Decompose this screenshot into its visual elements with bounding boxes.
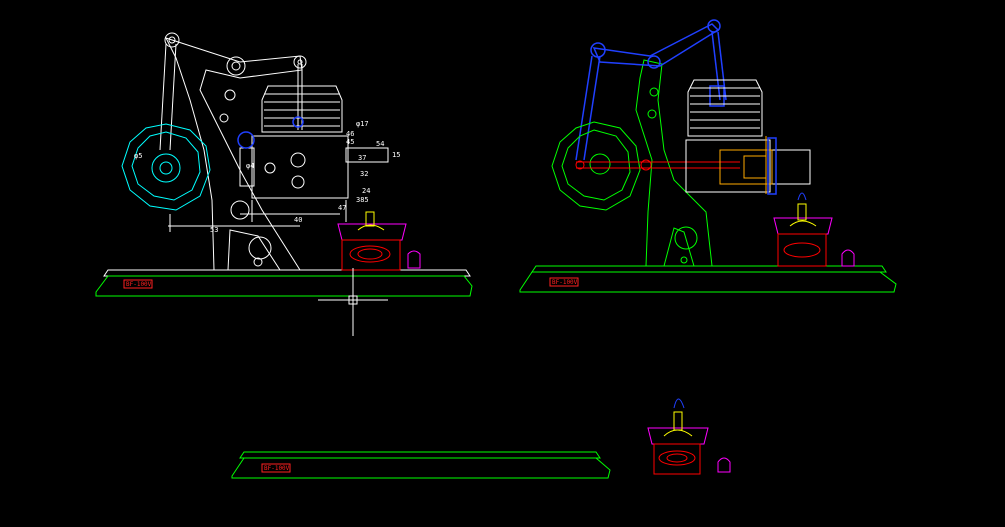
- left-burner: [337, 211, 421, 271]
- right-base-label: BF-100V: [549, 277, 579, 287]
- bottom-base-label: BF-100V: [261, 463, 291, 473]
- left-pivot-blue-2: [237, 131, 255, 149]
- right-linkage: [575, 19, 727, 161]
- right-flywheel: [551, 121, 641, 211]
- left-cylinder: [168, 64, 389, 232]
- right-blue-block: [767, 137, 777, 195]
- left-dimensions: 46 45 54 37 15 φ17 32 24 385 47 40 53 φ5…: [134, 120, 400, 234]
- svg-text:385: 385: [356, 196, 369, 204]
- left-base-label: BF-100V: [123, 279, 153, 289]
- right-displacer: [719, 136, 773, 194]
- svg-text:37: 37: [358, 154, 366, 162]
- svg-text:φ17: φ17: [356, 120, 369, 128]
- right-connecting-rod: [575, 159, 740, 171]
- svg-text:15: 15: [392, 151, 400, 159]
- bottom-burner-view: [647, 398, 731, 475]
- svg-text:32: 32: [360, 170, 368, 178]
- svg-text:φ4: φ4: [246, 162, 254, 170]
- svg-text:40: 40: [294, 216, 302, 224]
- crosshair-cursor: [318, 268, 388, 336]
- left-frame: [159, 32, 307, 271]
- svg-text:24: 24: [362, 187, 370, 195]
- svg-text:BF-100V: BF-100V: [126, 281, 152, 288]
- left-engine-view: BF-100V: [95, 32, 473, 297]
- svg-text:54: 54: [376, 140, 384, 148]
- left-pivot-blue: [292, 116, 304, 128]
- svg-text:45: 45: [346, 138, 354, 146]
- left-base-plate: [95, 275, 473, 297]
- bottom-base-view: BF-100V: [231, 451, 611, 479]
- right-burner: [773, 192, 855, 267]
- svg-text:47: 47: [338, 204, 346, 212]
- left-base: [103, 269, 471, 277]
- svg-text:53: 53: [210, 226, 218, 234]
- right-base: [519, 265, 897, 293]
- svg-text:BF-100V: BF-100V: [264, 465, 290, 472]
- right-frame: [635, 59, 713, 267]
- right-engine-view: BF-100V: [519, 19, 897, 293]
- left-flywheel: [121, 123, 211, 211]
- svg-text:BF-100V: BF-100V: [552, 279, 578, 286]
- right-cylinder: [685, 79, 811, 193]
- svg-text:φ5: φ5: [134, 152, 142, 160]
- svg-text:46: 46: [346, 130, 354, 138]
